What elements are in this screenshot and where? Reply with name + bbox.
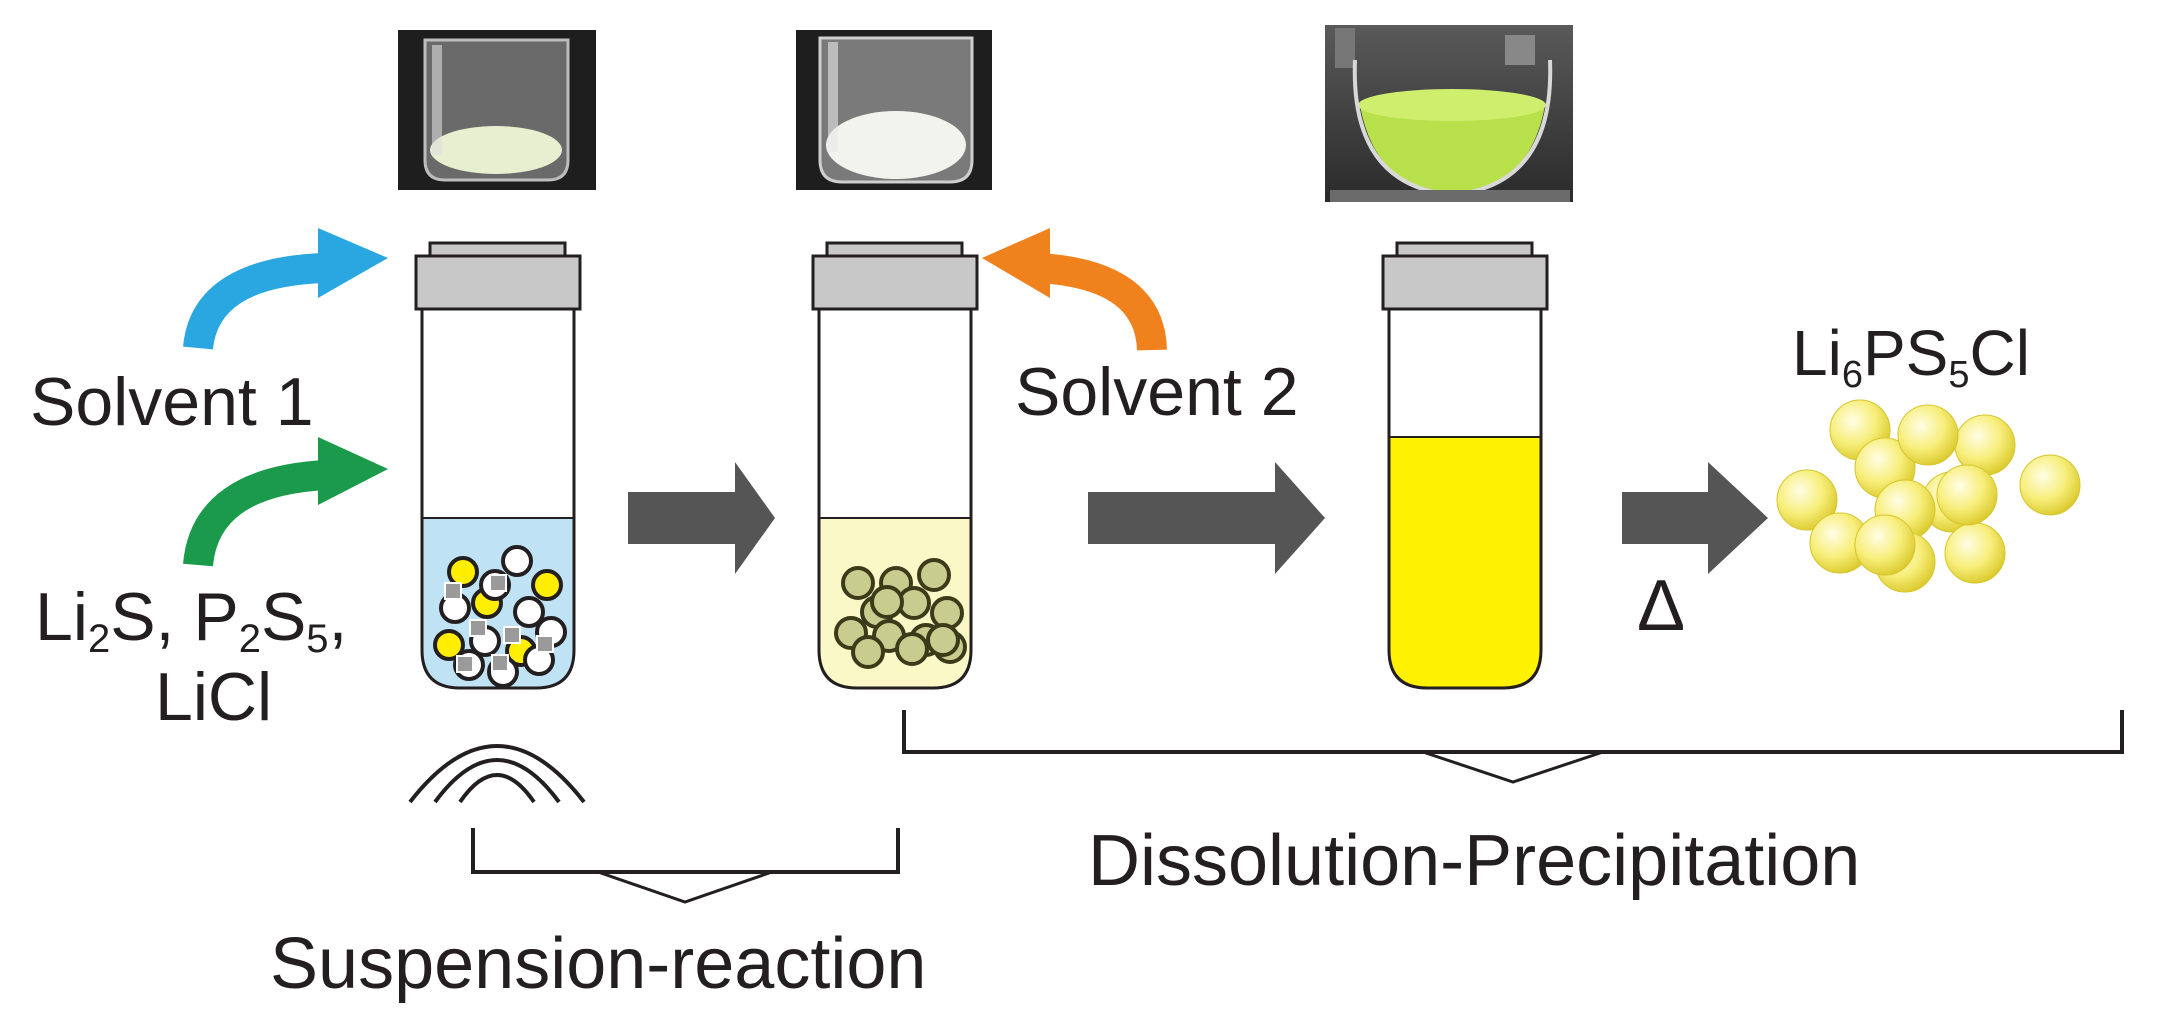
- grey-square-particle: [504, 627, 520, 643]
- vial-2: [813, 243, 977, 688]
- grey-square-particle: [445, 583, 461, 599]
- yellow-particle: [449, 558, 477, 586]
- dissolution-precipitation-label: Dissolution-Precipitation: [1088, 821, 1860, 901]
- grey-square-particle: [492, 655, 508, 671]
- photo-vial-2: [796, 30, 992, 190]
- vial-1-cap: [416, 256, 580, 309]
- vial-3-cap: [1383, 256, 1547, 309]
- precursors-label-line2: LiCl: [155, 659, 272, 735]
- suspension-bracket: [473, 828, 898, 902]
- suspension-particle: [843, 568, 873, 598]
- product-particle: [1945, 523, 2005, 583]
- vial-1: [416, 243, 580, 688]
- product-particle: [2020, 455, 2080, 515]
- suspension-particle: [919, 560, 949, 590]
- suspension-particle: [928, 625, 958, 655]
- precursors-arrow: [198, 437, 388, 565]
- precursors-label: Li2S, P2S5,: [35, 579, 347, 661]
- suspension-particle: [872, 587, 902, 617]
- product-particle: [1898, 405, 1958, 465]
- vial-2-cap: [813, 256, 977, 309]
- product-particles: [1777, 400, 2080, 592]
- process-arrow-2: [1088, 462, 1325, 574]
- grey-square-particle: [457, 656, 473, 672]
- white-particle: [503, 547, 531, 575]
- grey-square-particle: [490, 575, 506, 591]
- dissolution-bracket: [904, 710, 2122, 782]
- solvent-1-arrow: [198, 228, 388, 348]
- photo-vial-1: [398, 30, 596, 190]
- suspension-reaction-label: Suspension-reaction: [270, 924, 926, 1004]
- ultrasound-waves-icon: [410, 746, 584, 802]
- suspension-particle: [897, 634, 927, 664]
- photo-flask: [1325, 25, 1573, 202]
- vial-3: [1383, 243, 1547, 688]
- vial-3-liquid: [1389, 437, 1541, 688]
- product-formula-label: Li6PS5Cl: [1792, 317, 2030, 396]
- grey-square-particle: [470, 620, 486, 636]
- heat-symbol: Δ: [1637, 566, 1685, 646]
- solvent-2-arrow: [982, 228, 1152, 350]
- process-arrow-3: [1622, 462, 1768, 574]
- product-particle: [1855, 515, 1915, 575]
- solvent-1-label: Solvent 1: [30, 364, 314, 440]
- product-particle: [1937, 465, 1997, 525]
- suspension-particle: [853, 637, 883, 667]
- grey-square-particle: [537, 636, 553, 652]
- solvent-2-label: Solvent 2: [1015, 354, 1299, 430]
- yellow-particle: [533, 571, 561, 599]
- process-arrow-1: [628, 462, 775, 574]
